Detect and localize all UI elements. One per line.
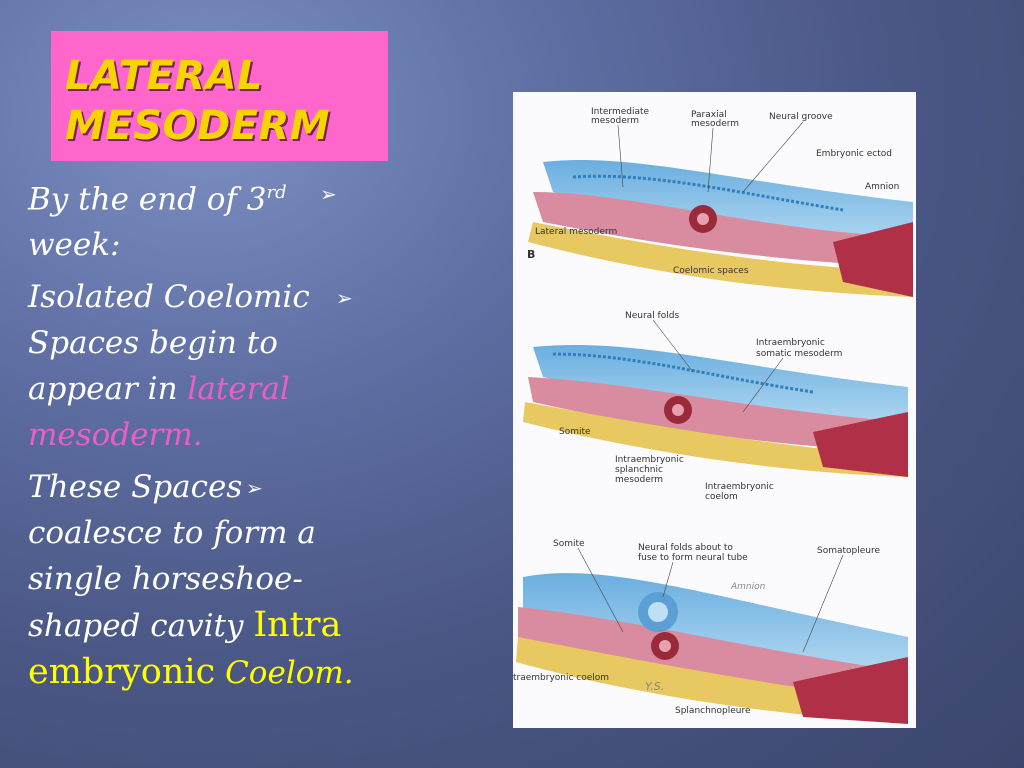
bullet-para-3: These Spaces ➢ coalesce to form a single… — [28, 464, 378, 696]
fig-label: Lateral mesoderm — [535, 227, 617, 237]
fig-label: traembryonic coelom — [513, 673, 609, 683]
para1-text: By the end of 3 — [28, 181, 267, 218]
panel-a: Intermediate mesoderm Paraxial mesoderm … — [527, 107, 913, 297]
fig-label: Somite — [559, 427, 591, 437]
fig-label: mesoderm — [691, 119, 739, 129]
para3-line-2: coalesce to form a — [28, 515, 316, 552]
fig-label: Amnion — [730, 582, 766, 592]
para3-line-4: shaped cavity — [28, 608, 254, 645]
fig-label: Neural folds about to — [638, 543, 733, 553]
fig-label: Amnion — [865, 182, 899, 192]
fig-label: Intraembryonic — [705, 482, 774, 492]
superscript: rd — [266, 182, 287, 203]
fig-label: Coelomic spaces — [673, 266, 749, 276]
para2-line-2: Spaces begin to — [28, 325, 278, 362]
para3-line-3: single horseshoe- — [28, 561, 303, 598]
fig-label: Splanchnopleure — [675, 706, 751, 716]
fig-label: somatic mesoderm — [756, 349, 842, 359]
para2-line-3: appear in — [28, 371, 188, 408]
fig-label: splanchnic — [615, 465, 663, 475]
fig-label: Neural groove — [769, 112, 833, 122]
embryonic-highlight: embryonic — [28, 652, 216, 693]
title-line-1: LATERAL — [65, 53, 263, 99]
panel-letter: B — [527, 248, 535, 261]
bullet-para-2: Isolated Coelomic ➢ Spaces begin to appe… — [28, 274, 378, 458]
fig-label: Intraembryonic — [615, 455, 684, 465]
title-line-2: MESODERM — [65, 103, 331, 149]
fig-label: Embryonic ectod — [816, 149, 892, 159]
para1-text-2: week: — [28, 227, 121, 264]
para2-line-1: Isolated Coelomic — [28, 279, 310, 316]
intra-highlight: Intra — [253, 605, 342, 646]
bullet-arrow-icon: ➢ — [336, 286, 353, 311]
fig-label: mesoderm — [591, 116, 639, 126]
bullet-arrow-icon: ➢ — [320, 182, 337, 206]
coelom-highlight: Coelom. — [215, 655, 354, 692]
fig-label: Y.S. — [645, 680, 664, 693]
lateral-highlight: lateral — [187, 371, 290, 408]
fig-label: Somatopleure — [817, 546, 880, 556]
panel-b: Neural folds Intraembryonic somatic meso… — [523, 311, 908, 502]
bullet-arrow-icon: ➢ — [246, 476, 263, 501]
mesoderm-highlight: mesoderm. — [28, 417, 203, 454]
panel-c: Somite Neural folds about to fuse to for… — [513, 539, 908, 724]
embryo-cross-section-figure: Intermediate mesoderm Paraxial mesoderm … — [513, 92, 916, 728]
bullet-para-1: By the end of 3rd ➢ week: — [28, 170, 378, 268]
fig-label: Somite — [553, 539, 585, 549]
fig-label: fuse to form neural tube — [638, 553, 748, 563]
bullet-text: By the end of 3rd ➢ week: Isolated Coelo… — [28, 170, 378, 696]
fig-label: coelom — [705, 492, 738, 502]
figure-svg: Intermediate mesoderm Paraxial mesoderm … — [513, 107, 913, 724]
fig-label: mesoderm — [615, 475, 663, 485]
fig-label: Neural folds — [625, 311, 679, 321]
fig-label: Intermediate — [591, 107, 650, 117]
fig-label: Paraxial — [691, 110, 727, 120]
para3-line-1: These Spaces — [28, 469, 243, 506]
fig-label: Intraembryonic — [756, 338, 825, 348]
title-box: LATERAL MESODERM — [51, 31, 388, 161]
